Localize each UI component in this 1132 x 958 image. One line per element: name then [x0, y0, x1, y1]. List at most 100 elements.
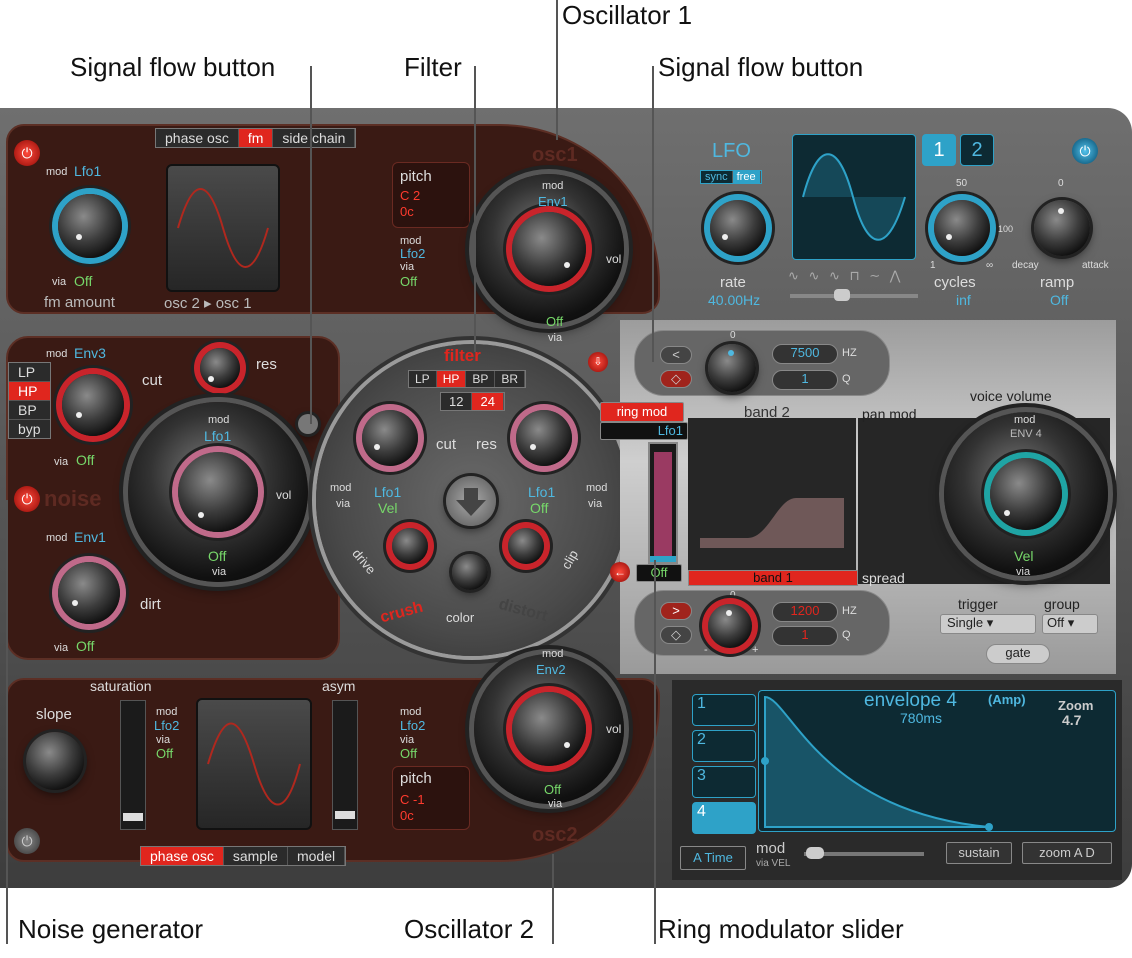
- filter-slope-24[interactable]: 24: [472, 393, 504, 410]
- osc1-pitch-via-source[interactable]: Off: [400, 274, 418, 289]
- gate-button[interactable]: gate: [986, 644, 1050, 664]
- filter-left-via-source[interactable]: Vel: [378, 500, 398, 516]
- noise-type-bp[interactable]: BP: [9, 401, 50, 420]
- lfo-free-button[interactable]: free: [732, 171, 761, 183]
- lfo-shape-slider-handle[interactable]: [834, 289, 850, 301]
- osc2-dial-via-value[interactable]: Off: [544, 782, 562, 797]
- filter-type-lp[interactable]: LP: [409, 371, 437, 387]
- eq-band2-shape-peak[interactable]: ◇: [660, 370, 692, 388]
- noise-type-hp[interactable]: HP: [9, 382, 50, 401]
- noise-type-lp[interactable]: LP: [9, 363, 50, 382]
- noise-cut-via-source[interactable]: Off: [76, 452, 95, 468]
- osc1-pitch-note[interactable]: C 2: [400, 188, 421, 203]
- osc1-pitch-mod-source[interactable]: Lfo2: [400, 246, 426, 261]
- osc1-dial-mod-source[interactable]: Env1: [538, 194, 568, 209]
- lfo-ramp-knob[interactable]: [1034, 200, 1090, 256]
- filter-type-bp[interactable]: BP: [466, 371, 496, 387]
- tab-phase-osc[interactable]: phase osc: [156, 129, 239, 147]
- ring-mod-slider-handle[interactable]: [650, 556, 676, 562]
- tab-fm[interactable]: fm: [238, 129, 274, 147]
- tab-side-chain[interactable]: side chain: [273, 129, 356, 147]
- zoom-ad-button[interactable]: zoom A D: [1022, 842, 1112, 864]
- noise-cut-knob[interactable]: [62, 374, 124, 436]
- filter-slope-12[interactable]: 12: [441, 393, 473, 410]
- voice-via-value[interactable]: Vel: [1014, 548, 1034, 564]
- fm-amount-knob[interactable]: [58, 194, 122, 258]
- signal-flow-button-right[interactable]: ⇩: [588, 352, 608, 372]
- filter-color-knob[interactable]: [452, 554, 488, 590]
- tab-osc2-phase-osc[interactable]: phase osc: [141, 847, 224, 865]
- env-mod-slider-handle[interactable]: [806, 847, 824, 859]
- filter-blend-button[interactable]: [446, 476, 496, 526]
- osc1-dial-via-value[interactable]: Off: [546, 314, 564, 329]
- noise-dirt-mod-source[interactable]: Env1: [74, 529, 106, 545]
- osc2-saturation-handle[interactable]: [123, 813, 143, 821]
- osc2-saturation-slider[interactable]: [120, 700, 146, 830]
- noise-res-knob[interactable]: [200, 348, 240, 388]
- ring-mod-value[interactable]: Off: [636, 564, 682, 582]
- lfo-rate-knob[interactable]: [710, 200, 766, 256]
- lfo-sync-button[interactable]: sync: [701, 171, 733, 183]
- filter-type-br[interactable]: BR: [495, 371, 526, 387]
- osc2-pitch-note[interactable]: C -1: [400, 792, 425, 807]
- filter-res-knob[interactable]: [516, 410, 572, 466]
- env-slot-4[interactable]: 4: [692, 802, 756, 834]
- osc2-pitch-cents[interactable]: 0c: [400, 808, 414, 823]
- filter-type-hp[interactable]: HP: [436, 371, 467, 387]
- noise-cut-mod-source[interactable]: Env3: [74, 345, 106, 361]
- group-select[interactable]: Off ▾: [1042, 614, 1098, 634]
- env-slot-1[interactable]: 1: [692, 694, 756, 726]
- filter-cut-knob[interactable]: [362, 410, 418, 466]
- noise-dirt-via-source[interactable]: Off: [76, 638, 95, 654]
- noise-dirt-knob[interactable]: [58, 562, 120, 624]
- eq-band1-q[interactable]: 1: [772, 626, 838, 646]
- noise-type-byp[interactable]: byp: [18, 421, 41, 437]
- filter-drive-knob[interactable]: [392, 528, 428, 564]
- osc1-pitch-cents[interactable]: 0c: [400, 204, 414, 219]
- noise-dial-via-value[interactable]: Off: [208, 548, 227, 564]
- lfo-shape-selector[interactable]: ∿ ∿ ∿ ⊓ ∼ ⋀: [788, 268, 904, 283]
- env-slot-3[interactable]: 3: [692, 766, 756, 798]
- eq-band1-gain-knob[interactable]: [708, 604, 752, 648]
- osc2-pitch-mod-source[interactable]: Lfo2: [400, 718, 426, 733]
- lfo-cycles-value[interactable]: inf: [956, 292, 971, 308]
- lfo-2-button[interactable]: 2: [960, 134, 994, 166]
- osc2-mod-source[interactable]: Lfo2: [154, 718, 180, 733]
- ring-mod-slider[interactable]: [648, 442, 678, 564]
- noise-power-button[interactable]: ⏻: [14, 486, 40, 512]
- voice-mod-source[interactable]: ENV 4: [1010, 428, 1042, 440]
- eq-band2-shape-lowpass[interactable]: <: [660, 346, 692, 364]
- envelope-zoom-value[interactable]: 4.7: [1062, 712, 1082, 728]
- osc2-volume-knob[interactable]: [512, 692, 586, 766]
- env-slot-2[interactable]: 2: [692, 730, 756, 762]
- voice-volume-knob[interactable]: [990, 458, 1062, 530]
- osc1-power-button[interactable]: ⏻: [14, 140, 40, 166]
- filter-right-mod-source[interactable]: Lfo1: [528, 484, 556, 500]
- eq-band2-q[interactable]: 1: [772, 370, 838, 390]
- osc2-via-source[interactable]: Off: [156, 746, 174, 761]
- filter-left-mod-source[interactable]: Lfo1: [374, 484, 402, 500]
- lfo-power-button[interactable]: ⏻: [1072, 138, 1098, 164]
- lfo-ramp-value[interactable]: Off: [1050, 292, 1069, 308]
- noise-volume-knob[interactable]: [178, 452, 258, 532]
- tab-osc2-sample[interactable]: sample: [224, 847, 288, 865]
- eq-band2-gain-knob[interactable]: [708, 344, 756, 392]
- noise-dial-mod-source[interactable]: Lfo1: [204, 428, 232, 444]
- filter-clip-knob[interactable]: [508, 528, 544, 564]
- sustain-button[interactable]: sustain: [946, 842, 1012, 864]
- ring-mod-arrow-button[interactable]: ←: [610, 562, 630, 582]
- osc2-asym-slider[interactable]: [332, 700, 358, 830]
- envelope-display[interactable]: [758, 690, 1116, 832]
- eq-band2-frequency[interactable]: 7500: [772, 344, 838, 364]
- osc1-mod-source[interactable]: Lfo1: [74, 163, 102, 179]
- trigger-select[interactable]: Single ▾: [940, 614, 1036, 634]
- osc1-via-source[interactable]: Off: [74, 273, 93, 289]
- osc2-asym-handle[interactable]: [335, 811, 355, 819]
- ring-mod-source[interactable]: Lfo1: [600, 422, 688, 440]
- signal-flow-button-left[interactable]: [298, 414, 318, 434]
- eq-band1-shape-highpass[interactable]: >: [660, 602, 692, 620]
- tab-osc2-model[interactable]: model: [288, 847, 346, 865]
- osc2-power-button[interactable]: ⏻: [14, 828, 40, 854]
- lfo-shape-slider[interactable]: [790, 289, 918, 301]
- filter-right-via-source[interactable]: Off: [530, 500, 549, 516]
